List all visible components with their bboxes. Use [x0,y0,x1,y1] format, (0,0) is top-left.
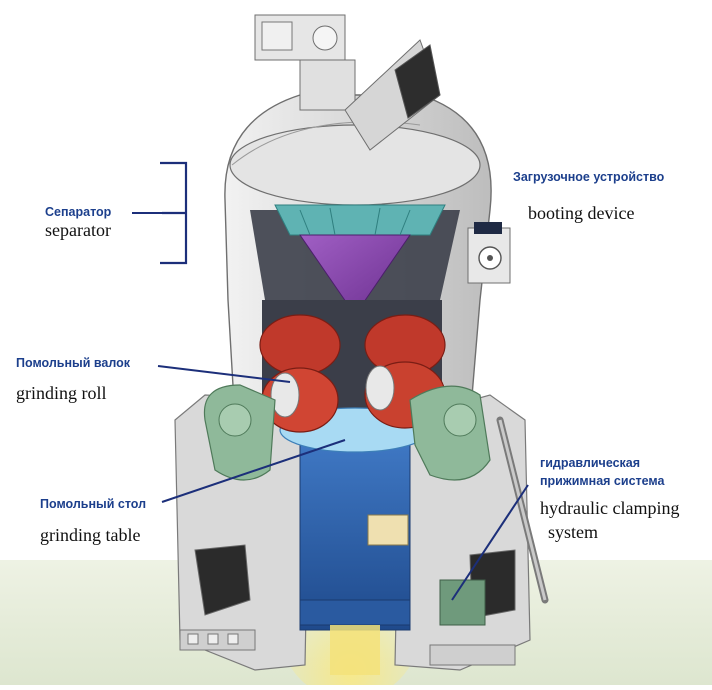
separator-label-en: separator [45,220,111,241]
separator-label-ru: Сепаратор [45,205,111,219]
grinding-roll-label-ru: Помольный валок [16,356,130,370]
hydraulic-label-en-2: system [548,522,598,543]
booting-device-label-ru: Загрузочное устройство [513,170,664,184]
grinding-table-label-ru: Помольный стол [40,497,146,511]
separator-section [250,205,460,315]
grinding-table-label-en: grinding table [40,525,140,546]
hydraulic-label-ru-1: гидравлическая [540,456,640,470]
booting-device-unit [468,222,510,283]
separator-bracket [160,163,186,263]
booting-device-label-en: booting device [528,203,634,224]
hydraulic-label-en-1: hydraulic clamping [540,498,679,519]
grinding-roll-label-en: grinding roll [16,383,107,404]
hydraulic-label-ru-2: прижимная система [540,474,664,488]
